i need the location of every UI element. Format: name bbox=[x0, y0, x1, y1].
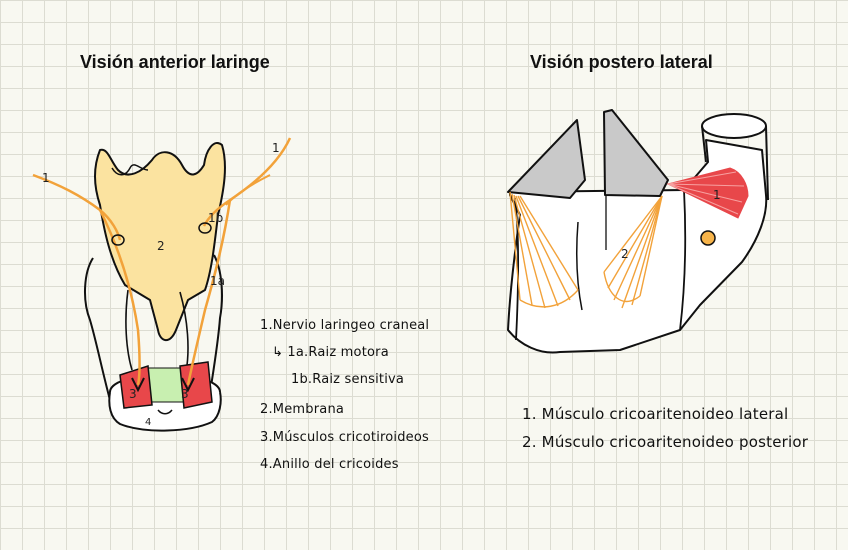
label-nerve-right: 1 bbox=[272, 141, 280, 155]
anterior-legend-item-4: 4.Anillo del cricoides bbox=[260, 457, 399, 472]
cricothyroid-facet bbox=[701, 231, 715, 245]
arytenoid-left bbox=[508, 120, 585, 198]
anterior-larynx-drawing: 1 1 2 1b 1a 3 3 4 bbox=[33, 138, 290, 431]
anterior-legend-item-1b: 1b.Raiz sensitiva bbox=[291, 372, 404, 387]
posterolateral-legend-item-2: 2. Músculo cricoaritenoideo posterior bbox=[522, 433, 808, 451]
label-muscle-left: 3 bbox=[129, 387, 137, 401]
label-sensory-root: 1b bbox=[208, 211, 223, 225]
trachea-opening bbox=[702, 114, 766, 138]
label-motor-root: 1a bbox=[210, 274, 225, 288]
label-membrane: 2 bbox=[157, 239, 165, 253]
label-ring: 4 bbox=[145, 417, 151, 428]
laryngeal-nerve-right-extra bbox=[226, 175, 270, 205]
anterior-legend-item-1a: ↳ 1a.Raiz motora bbox=[272, 345, 389, 360]
cricothyroid-membrane bbox=[148, 368, 184, 402]
posterolateral-larynx-drawing: 1 2 bbox=[508, 110, 768, 353]
anterior-legend-item-2: 2.Membrana bbox=[260, 402, 344, 417]
label-posterior-muscle: 2 bbox=[621, 247, 629, 261]
arytenoid-right bbox=[604, 110, 668, 196]
label-muscle-right: 3 bbox=[181, 387, 189, 401]
label-lateral-muscle: 1 bbox=[713, 188, 721, 202]
anterior-legend-item-3: 3.Músculos cricotiroideos bbox=[260, 430, 429, 445]
label-nerve-left: 1 bbox=[42, 171, 50, 185]
posterolateral-legend-item-1: 1. Músculo cricoaritenoideo lateral bbox=[522, 405, 788, 423]
anterior-legend-item-1: 1.Nervio laringeo craneal bbox=[260, 318, 429, 333]
